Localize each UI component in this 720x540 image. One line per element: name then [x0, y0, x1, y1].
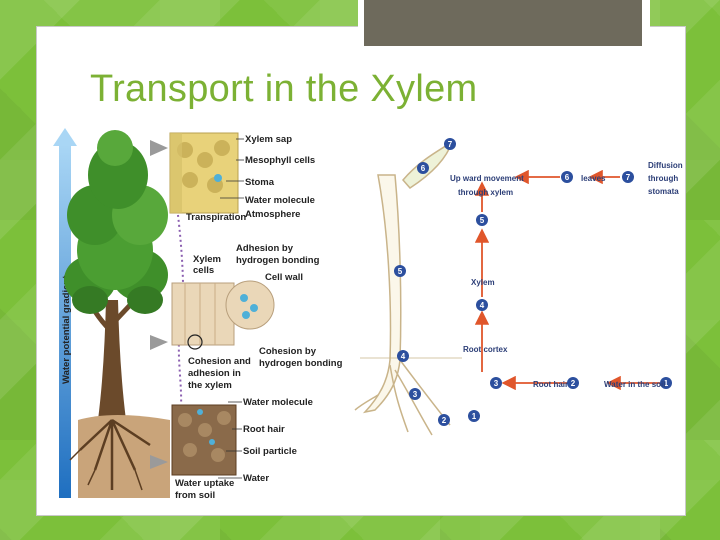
label-root-hair: Root hair	[243, 424, 285, 435]
step-number-6: 6	[565, 173, 570, 182]
label-mesophyll-cells: Mesophyll cells	[245, 155, 315, 166]
plant-marker-6-number: 6	[421, 164, 426, 173]
label-adhesion-1: Adhesion by	[236, 243, 294, 254]
label-xylem-cells-2: cells	[193, 265, 214, 276]
flow-arrows	[474, 169, 660, 391]
plant-marker-1-number: 1	[472, 412, 477, 421]
plant-marker-5: 5	[394, 265, 406, 277]
stem-inset	[171, 280, 275, 350]
step-badge-4: 4	[476, 299, 488, 311]
label-upward-1: Up ward movement	[450, 174, 524, 183]
step-number-4: 4	[480, 301, 485, 310]
label-water: Water	[243, 473, 269, 484]
gradient-label: Water potential gradient	[61, 275, 72, 384]
plant-marker-4: 4	[397, 350, 409, 362]
step-badge-2: 2	[567, 377, 579, 389]
tree-illustration	[64, 130, 170, 498]
title-tab	[358, 0, 650, 54]
label-xylem-sap: Xylem sap	[245, 134, 292, 145]
plant-outline	[354, 140, 454, 436]
label-diffusion-3: stomata	[648, 187, 679, 196]
water-potential-gradient-arrow	[53, 128, 77, 498]
zoom-arrow-stem	[150, 335, 168, 350]
step-number-7: 7	[626, 173, 631, 182]
label-soil-particle: Soil particle	[243, 446, 297, 457]
label-adhesion-2: hydrogen bonding	[236, 255, 320, 266]
step-number-1: 1	[664, 379, 669, 388]
leader-lines-bottom	[218, 401, 242, 479]
zoom-arrow-leaf	[150, 140, 168, 156]
plant-marker-7-number: 7	[448, 140, 453, 149]
plant-marker-3: 3	[409, 388, 421, 400]
label-xylem-cells-1: Xylem	[193, 254, 221, 265]
step-number-3: 3	[494, 379, 499, 388]
plant-marker-4-number: 4	[401, 352, 406, 361]
label-diffusion-1: Diffusion	[648, 161, 683, 170]
plant-marker-5-number: 5	[398, 267, 403, 276]
label-upward-2: through xylem	[458, 188, 513, 197]
label-cohesion-adhesion-3: the xylem	[188, 380, 232, 391]
plant-marker-1: 1	[468, 410, 480, 422]
label-xylem: Xylem	[471, 278, 495, 287]
title-tab-panel	[364, 0, 642, 46]
plant-marker-7: 7	[444, 138, 456, 150]
label-stoma: Stoma	[245, 177, 275, 188]
label-transpiration: Transpiration	[186, 212, 246, 223]
step-badge-1: 1	[660, 377, 672, 389]
label-cohesion-1: Cohesion by	[259, 346, 317, 357]
label-root-cortex: Root cortex	[463, 345, 508, 354]
zoom-arrow-root	[150, 455, 168, 469]
label-cell-wall: Cell wall	[265, 272, 303, 283]
slide-title: Transport in the Xylem	[90, 68, 478, 110]
plant-marker-3-number: 3	[413, 390, 418, 399]
label-diffusion-2: through	[648, 174, 678, 183]
label-cohesion-adhesion-1: Cohesion and	[188, 356, 251, 367]
label-atmosphere: Atmosphere	[245, 209, 300, 220]
leader-lines-top	[220, 138, 244, 199]
step-number-5: 5	[480, 216, 485, 225]
root-inset	[171, 404, 237, 476]
plant-marker-6: 6	[417, 162, 429, 174]
step-badge-3: 3	[490, 377, 502, 389]
step-number-2: 2	[571, 379, 576, 388]
label-water-molecule-top: Water molecule	[245, 195, 315, 206]
plant-marker-2: 2	[438, 414, 450, 426]
label-leaves: leaves	[581, 174, 606, 183]
label-uptake-2: from soil	[175, 490, 215, 501]
leaf-inset	[169, 132, 239, 214]
label-cohesion-2: hydrogen bonding	[259, 358, 343, 369]
label-water-in-soil: Water in the soil	[604, 380, 666, 389]
label-water-molecule-bottom: Water molecule	[243, 397, 313, 408]
step-badge-6: 6	[561, 171, 573, 183]
label-root-hair-right: Root hair	[533, 380, 568, 389]
label-uptake-1: Water uptake	[175, 478, 234, 489]
plant-marker-2-number: 2	[442, 416, 447, 425]
label-cohesion-adhesion-2: adhesion in	[188, 368, 241, 379]
step-badge-5: 5	[476, 214, 488, 226]
step-badge-7: 7	[622, 171, 634, 183]
